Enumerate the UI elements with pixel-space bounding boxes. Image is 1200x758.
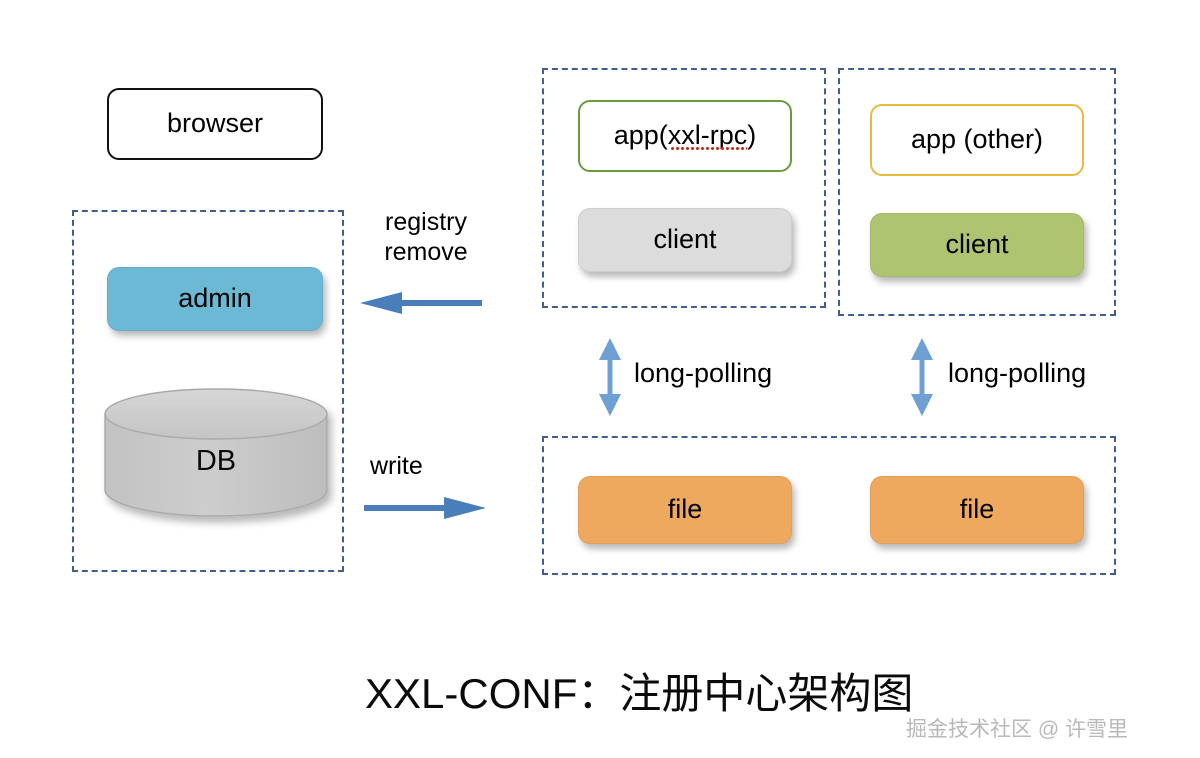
edge-label-long-polling-left: long-polling — [634, 358, 773, 388]
node-app-xxl-rpc-suffix: ) — [747, 120, 757, 151]
node-app-xxl-rpc-label: app(xxl-rpc) — [613, 120, 757, 151]
node-client-right-label: client — [945, 229, 1009, 260]
arrow-write — [364, 495, 486, 521]
node-client-right[interactable]: client — [870, 213, 1084, 277]
node-client-left-label: client — [653, 224, 717, 255]
node-app-xxl-rpc-spellchecked-text: xxl-rpc — [667, 120, 748, 151]
node-app-other-label: app (other) — [910, 124, 1044, 155]
group-files — [542, 436, 1116, 575]
node-client-left[interactable]: client — [578, 208, 792, 272]
node-browser[interactable]: browser — [107, 88, 323, 160]
node-admin-label: admin — [178, 283, 252, 314]
node-app-xxl-rpc-prefix: app( — [613, 120, 668, 151]
node-file-right[interactable]: file — [870, 476, 1084, 544]
edge-label-registry-remove: registry remove — [366, 208, 486, 267]
arrow-long-polling-left — [596, 338, 624, 416]
node-app-other[interactable]: app (other) — [870, 104, 1084, 176]
edge-label-write: write — [370, 452, 423, 480]
node-admin[interactable]: admin — [107, 267, 323, 331]
arrow-long-polling-right — [908, 338, 936, 416]
edge-label-registry: registry — [385, 208, 467, 236]
node-file-right-label: file — [959, 494, 995, 525]
node-db[interactable]: DB — [103, 388, 329, 517]
edge-label-long-polling-right: long-polling — [948, 358, 1087, 388]
node-file-left[interactable]: file — [578, 476, 792, 544]
node-file-left-label: file — [667, 494, 703, 525]
node-app-xxl-rpc[interactable]: app(xxl-rpc) — [578, 100, 792, 172]
node-db-label: DB — [196, 445, 236, 477]
diagram-title: XXL-CONF：注册中心架构图 — [365, 670, 914, 717]
node-browser-label: browser — [166, 108, 264, 139]
group-admin-db — [72, 210, 344, 572]
watermark: 掘金技术社区 @ 许雪里 — [906, 718, 1128, 741]
arrow-registry-remove — [360, 290, 482, 316]
edge-label-remove: remove — [384, 237, 468, 266]
group-app-other — [838, 68, 1116, 316]
group-app-xxl-rpc — [542, 68, 826, 308]
